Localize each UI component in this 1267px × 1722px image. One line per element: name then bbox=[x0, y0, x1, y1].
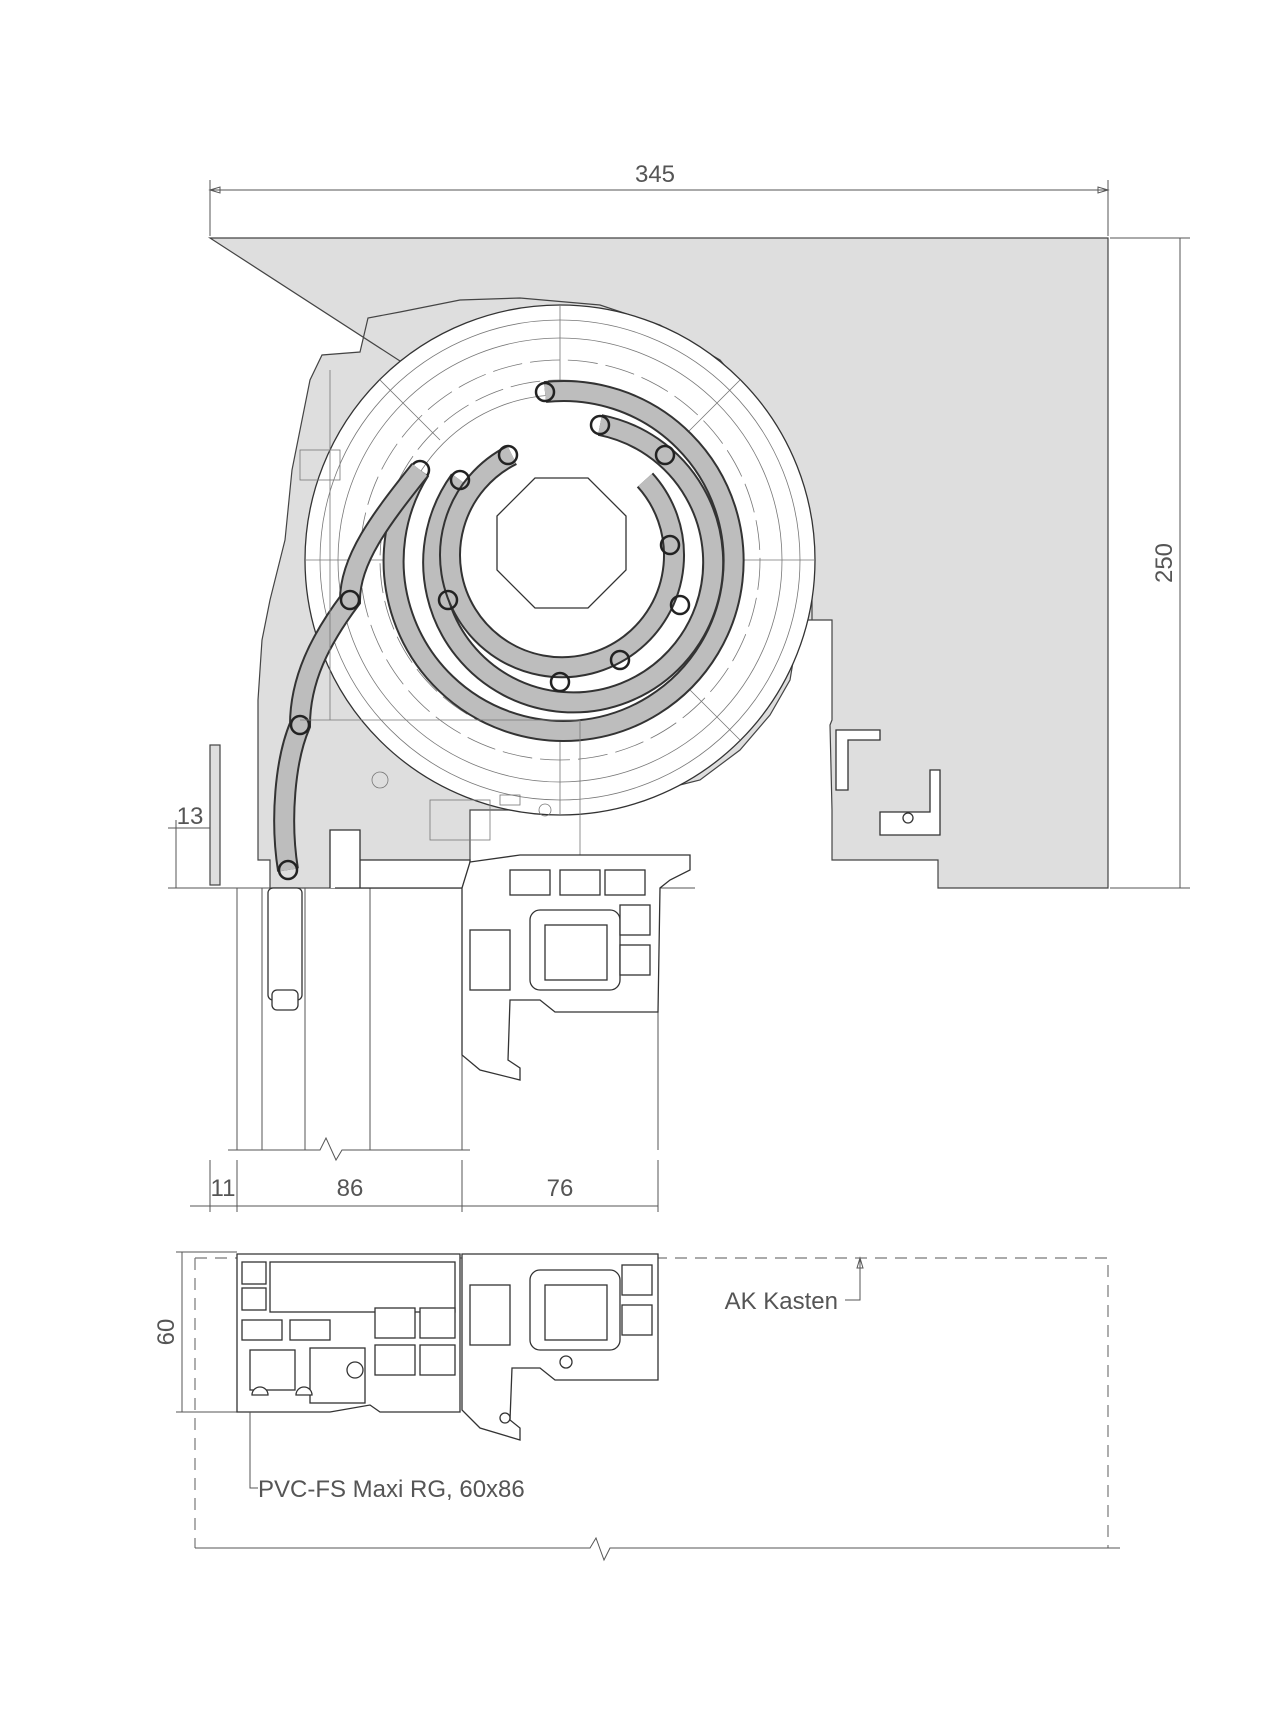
box-rear-profiles bbox=[835, 729, 941, 836]
window-frame-top-section bbox=[176, 829, 695, 1162]
dimension-bottom-left-label: 11 bbox=[211, 1175, 236, 1202]
lower-profile-section bbox=[236, 1253, 659, 1441]
dimension-left-offset: 13 bbox=[168, 803, 210, 889]
octagonal-shaft bbox=[496, 477, 627, 609]
dimension-total-height: 250 bbox=[1110, 237, 1190, 889]
side-bracket bbox=[299, 370, 581, 860]
dimension-bottom-right-label: 76 bbox=[547, 1175, 574, 1202]
roller-assembly bbox=[273, 304, 816, 881]
dimension-total-width: 345 bbox=[208, 161, 1110, 236]
dimension-section-height: 60 bbox=[153, 1251, 237, 1413]
dimension-section-height-label: 60 bbox=[153, 1319, 180, 1346]
dimension-bottom-chain: 11 86 76 bbox=[190, 1160, 659, 1212]
pvc-profile-leader: PVC-FS Maxi RG, 60x86 bbox=[249, 1412, 525, 1503]
pvc-profile-label: PVC-FS Maxi RG, 60x86 bbox=[258, 1476, 525, 1503]
shutter-end-slat bbox=[267, 887, 303, 1001]
ak-kasten-leader: AK Kasten bbox=[725, 1256, 864, 1315]
box-left-lip bbox=[209, 744, 221, 886]
dimension-bottom-middle-label: 86 bbox=[337, 1175, 364, 1202]
dimension-left-offset-label: 13 bbox=[177, 803, 204, 830]
dimension-total-height-label: 250 bbox=[1151, 543, 1178, 583]
ak-kasten-label: AK Kasten bbox=[725, 1288, 838, 1315]
dimension-total-width-label: 345 bbox=[635, 161, 675, 188]
